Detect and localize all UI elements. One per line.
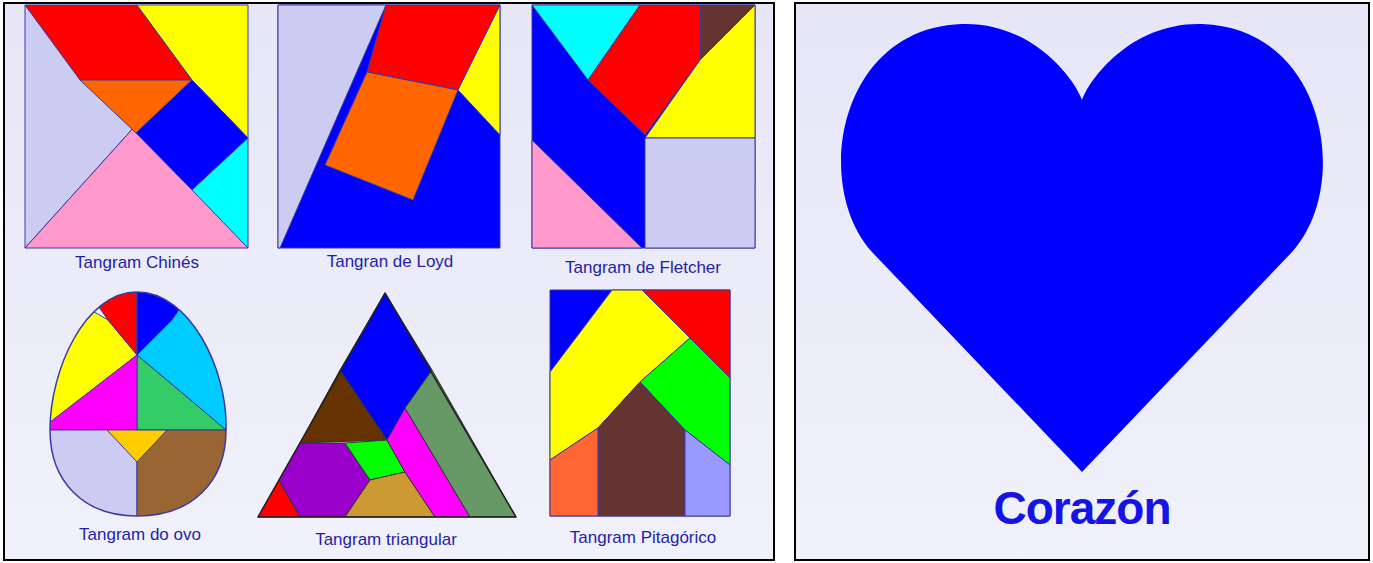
chinese-tangram bbox=[25, 5, 248, 248]
tangram-caption: Tangram triangular bbox=[315, 530, 457, 550]
heart-shape bbox=[841, 24, 1323, 472]
egg-tangram bbox=[40, 280, 240, 520]
tangram-caption: Tangran de Loyd bbox=[327, 252, 454, 272]
pythagorean-tangram bbox=[550, 290, 730, 516]
tangram-caption: Tangram do ovo bbox=[79, 525, 201, 545]
shape-title: Corazón bbox=[994, 483, 1171, 533]
triangular-tangram bbox=[258, 293, 516, 517]
tangram-caption: Tangram de Fletcher bbox=[565, 258, 721, 278]
loyd-tangram bbox=[278, 5, 500, 248]
fletcher-tangram bbox=[532, 5, 755, 248]
tangram-caption: Tangram Pitagórico bbox=[570, 528, 716, 548]
tangram-caption: Tangram Chinés bbox=[75, 253, 199, 273]
